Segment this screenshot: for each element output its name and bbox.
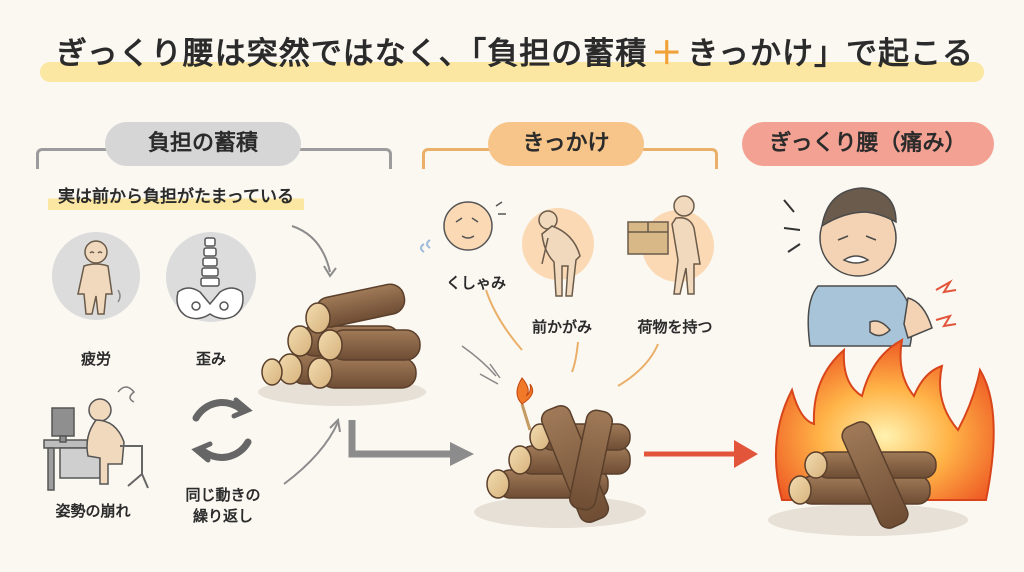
carrying-label: 荷物を持つ	[637, 318, 713, 336]
spine-pelvis-icon	[176, 237, 244, 320]
title-trigger: きっかけ	[687, 36, 815, 72]
grey-flow-arrow	[348, 420, 456, 458]
curve-arrow-bottom	[283, 421, 339, 485]
bending-label: 前かがみ	[531, 318, 592, 336]
bending-person-icon	[538, 210, 581, 297]
title-before: ぎっくり腰は突然ではなく、	[55, 36, 471, 72]
desk-worker-icon	[43, 386, 149, 491]
fatigue-label: 疲労	[80, 350, 111, 368]
accumulation-header: 負担の蓄積	[105, 122, 301, 166]
log-pile-icon	[258, 283, 426, 406]
tired-person-icon	[77, 240, 121, 315]
back-pain-man-icon	[783, 187, 957, 347]
posture-label: 姿勢の崩れ	[55, 502, 131, 520]
trigger-log-pile-icon	[461, 345, 646, 528]
title-accumulation: 負担の蓄積	[487, 36, 648, 72]
accumulation-subtitle: 実は前から負担がたまっている	[48, 184, 304, 210]
title-after: で起こる	[846, 36, 975, 72]
trigger-header: きっかけ	[488, 122, 644, 166]
distortion-label: 歪み	[195, 350, 226, 368]
title-highlight	[40, 62, 984, 82]
bonfire-icon	[768, 338, 995, 536]
page-title: ぎっくり腰は突然ではなく、「負担の蓄積＋きっかけ」で起こる	[40, 26, 990, 90]
title-open-bracket: 「	[470, 36, 488, 72]
repetition-label-line2: 繰り返し	[192, 507, 253, 525]
repetition-label: 同じ動きの 繰り返し	[168, 484, 278, 526]
result-header: ぎっくり腰（痛み）	[742, 122, 994, 166]
curve-arrow-top	[291, 225, 331, 273]
title-plus: ＋	[651, 36, 684, 72]
sneeze-icon	[420, 201, 506, 253]
title-close-bracket: 」	[814, 36, 847, 72]
repetition-label-line1: 同じ動きの	[185, 486, 261, 504]
carrying-box-icon	[627, 195, 701, 295]
title-text: ぎっくり腰は突然ではなく、「負担の蓄積＋きっかけ」で起こる	[40, 28, 990, 73]
repeat-arrows-icon	[191, 397, 253, 463]
sneeze-label: くしゃみ	[445, 274, 506, 292]
trigger-connectors	[485, 289, 659, 387]
